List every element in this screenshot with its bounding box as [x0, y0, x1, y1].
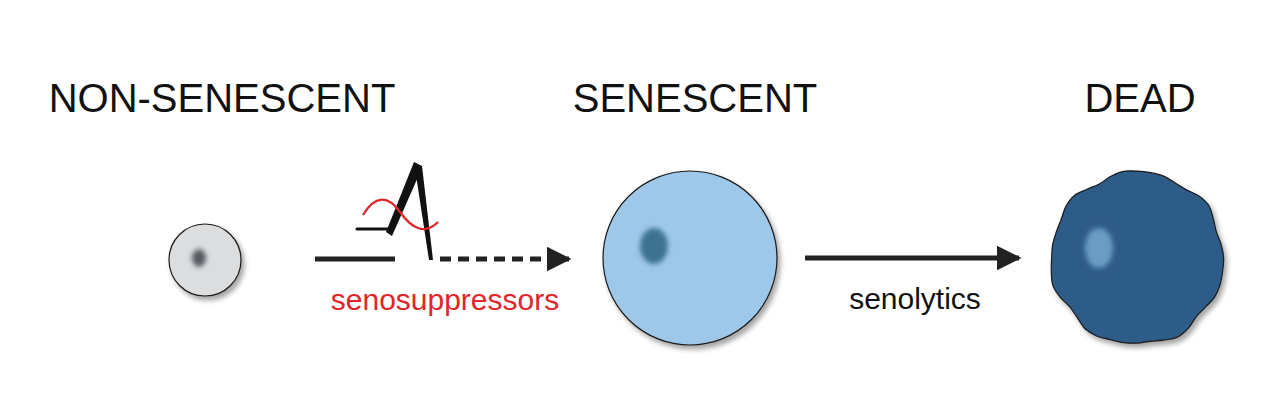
stage-heading: SENESCENT: [573, 76, 818, 120]
arrow-connector: [805, 258, 1019, 259]
cell-outline: [602, 170, 778, 346]
inhibition-symbol: [357, 162, 438, 260]
non-senescent-cell: NON-SENESCENT: [168, 223, 242, 297]
arrow-connector: [315, 259, 569, 260]
dead-cell: DEAD: [1049, 170, 1225, 346]
connector-solid: [805, 256, 1019, 261]
stage-heading: NON-SENESCENT: [49, 76, 396, 120]
nucleus: [1085, 228, 1113, 268]
nucleus: [192, 249, 206, 267]
nucleus: [640, 228, 668, 264]
connector-solid: [315, 257, 395, 262]
edge-label: senolytics: [845, 282, 985, 317]
edge-label: senosuppressors: [327, 283, 563, 318]
cell-outline: [168, 223, 242, 297]
senescent-cell: SENESCENT: [602, 170, 778, 346]
connector-dashed: [440, 257, 569, 262]
cell-body: [603, 171, 777, 345]
cell-body: [169, 224, 241, 296]
cell-body: [1051, 171, 1223, 343]
cell-outline: [1049, 170, 1225, 346]
stage-heading: DEAD: [1084, 76, 1195, 120]
